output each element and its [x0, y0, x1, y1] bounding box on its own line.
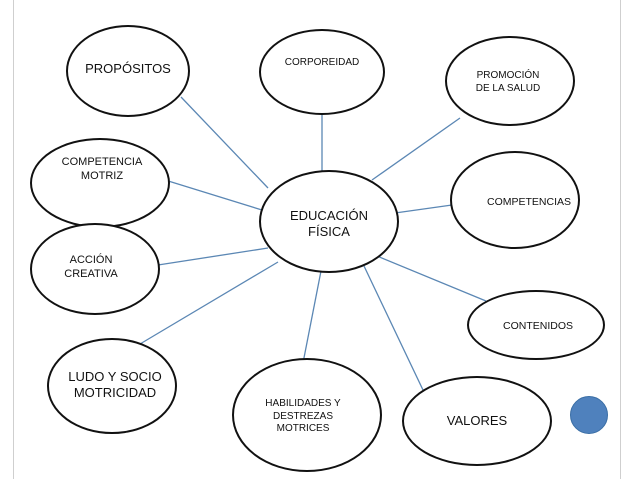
- node-corporeidad: [259, 29, 385, 115]
- label-accion-creativa: ACCIÓN CREATIVA: [64, 254, 118, 280]
- node-accion-creativa: [30, 223, 160, 315]
- connector-ludo: [139, 261, 279, 345]
- label-valores: VALORES: [446, 413, 508, 428]
- label-competencia-motriz: COMPETENCIA MOTRIZ: [61, 156, 143, 182]
- label-corporeidad: CORPOREIDAD: [284, 57, 360, 68]
- connector-competencias: [394, 204, 453, 214]
- node-ludo: [47, 338, 177, 434]
- slide-frame-left: [0, 0, 14, 479]
- node-valores: [402, 376, 552, 466]
- label-competencias: COMPETENCIAS: [486, 196, 571, 208]
- connector-contenidos: [376, 255, 487, 302]
- node-contenidos: [467, 290, 605, 360]
- label-contenidos: CONTENIDOS: [502, 320, 573, 332]
- label-ludo: LUDO Y SOCIO MOTRICIDAD: [68, 369, 162, 401]
- label-promocion: PROMOCIÓN DE LA SALUD: [475, 70, 541, 94]
- connector-accion-creativa: [157, 247, 269, 266]
- label-habilidades: HABILIDADES Y DESTREZAS MOTRICES: [265, 398, 341, 434]
- connector-valores: [363, 265, 424, 391]
- node-promocion: [445, 36, 575, 126]
- node-competencias: [450, 151, 580, 249]
- label-center: EDUCACIÓN FÍSICA: [289, 208, 368, 240]
- connector-competencia-motriz: [164, 179, 263, 211]
- connector-habilidades: [301, 270, 322, 369]
- node-competencia-motriz: [30, 138, 170, 228]
- connector-promocion: [371, 117, 461, 181]
- slide-frame-right: [620, 0, 638, 479]
- node-habilidades: [232, 358, 382, 472]
- node-center: [259, 170, 399, 273]
- label-propositos: PROPÓSITOS: [85, 61, 171, 76]
- node-propositos: [66, 25, 190, 117]
- accent-dot: [570, 396, 608, 434]
- connector-propositos: [180, 96, 269, 189]
